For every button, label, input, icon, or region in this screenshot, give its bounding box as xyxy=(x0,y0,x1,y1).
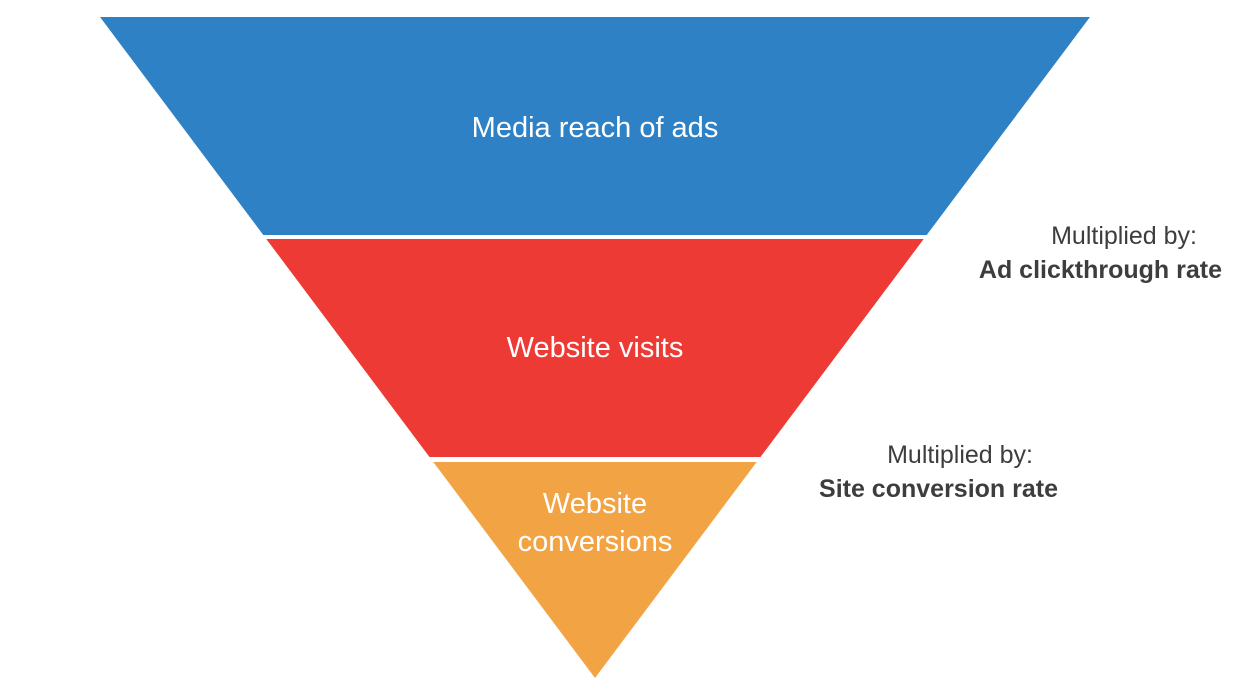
funnel-label-website-visits: Website visits xyxy=(507,332,684,364)
annotation-prefix: Multiplied by: xyxy=(887,441,1033,469)
funnel-layer-website-conversions xyxy=(433,462,757,678)
annotation-prefix: Multiplied by: xyxy=(1051,222,1197,250)
annotation-site-conversion-rate: Multiplied by: Site conversion rate xyxy=(819,438,1058,506)
annotation-value: Ad clickthrough rate xyxy=(978,256,1222,284)
annotation-value: Site conversion rate xyxy=(819,475,1058,503)
funnel-label-website-conversions-line1: Website xyxy=(543,488,647,520)
funnel-label-website-conversions-line2: conversions xyxy=(518,526,673,558)
funnel-layer-website-visits xyxy=(266,239,924,457)
funnel-label-media-reach: Media reach of ads xyxy=(472,112,719,144)
funnel-layer-media-reach xyxy=(100,17,1090,235)
annotation-ad-clickthrough-rate: Multiplied by: Ad clickthrough rate xyxy=(979,219,1222,287)
